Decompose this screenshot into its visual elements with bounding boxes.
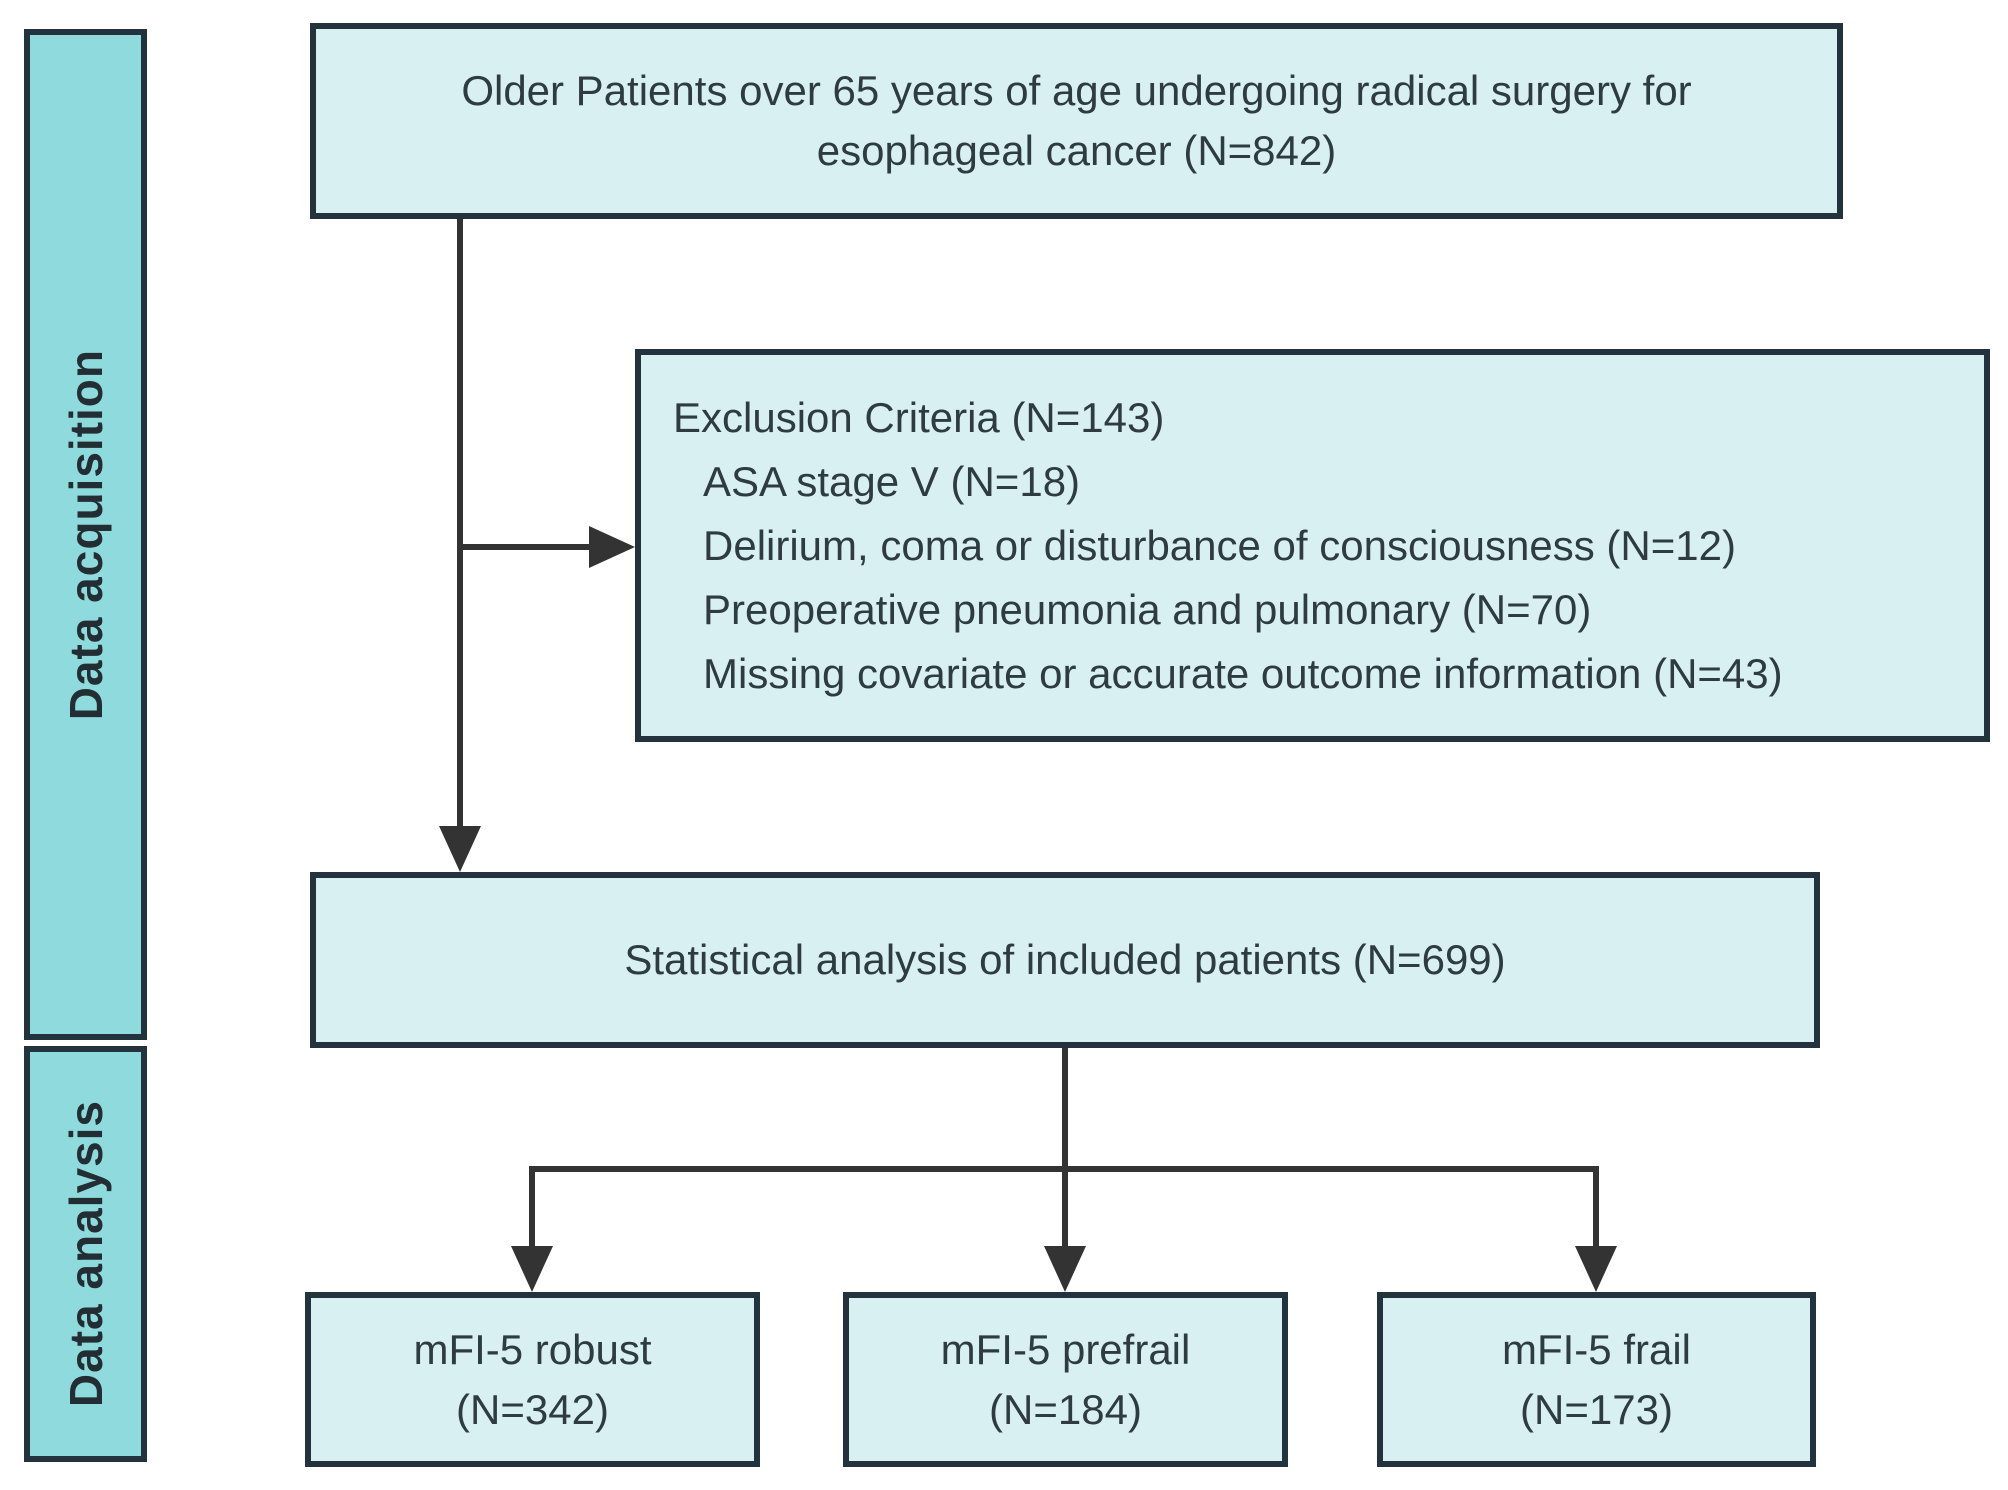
phase-bar-data-acquisition: Data acquisition (24, 29, 147, 1040)
exclusion-box: Exclusion Criteria (N=143) ASA stage V (… (635, 349, 1990, 742)
group-box-frail: mFI-5 frail (N=173) (1377, 1292, 1816, 1467)
exclusion-item: Preoperative pneumonia and pulmonary (N=… (703, 585, 1592, 633)
group-box-prefrail: mFI-5 prefrail (N=184) (843, 1292, 1288, 1467)
group-frail-line-2: (N=173) (1520, 1385, 1673, 1433)
phase-label-data-acquisition: Data acquisition (59, 348, 112, 721)
population-box: Older Patients over 65 years of age unde… (310, 23, 1843, 219)
population-line-2: esophageal cancer (N=842) (816, 127, 1337, 174)
connector-branch-to-exclusion (460, 544, 592, 550)
included-label: Statistical analysis of included patient… (624, 936, 1506, 983)
group-prefrail-line-2: (N=184) (989, 1385, 1142, 1433)
included-box: Statistical analysis of included patient… (310, 872, 1820, 1048)
arrowhead-right-exclusion-icon (589, 526, 635, 568)
connector-drop-prefrail (1062, 1169, 1068, 1250)
phase-bar-data-analysis: Data analysis (24, 1046, 147, 1462)
exclusion-item: ASA stage V (N=18) (703, 457, 1081, 505)
arrowhead-down-prefrail-icon (1044, 1246, 1086, 1292)
exclusion-item: Missing covariate or accurate outcome in… (703, 649, 1783, 697)
group-robust-line-2: (N=342) (456, 1385, 609, 1433)
exclusion-item: Delirium, coma or disturbance of conscio… (703, 521, 1736, 569)
arrowhead-down-frail-icon (1575, 1246, 1617, 1292)
group-robust-line-1: mFI-5 robust (413, 1325, 652, 1373)
exclusion-title: Exclusion Criteria (N=143) (673, 393, 1165, 441)
group-box-robust: mFI-5 robust (N=342) (305, 1292, 760, 1467)
phase-label-data-analysis: Data analysis (59, 1100, 112, 1408)
population-line-1: Older Patients over 65 years of age unde… (461, 67, 1692, 114)
group-frail-line-1: mFI-5 frail (1502, 1325, 1691, 1373)
connector-drop-robust (529, 1169, 535, 1250)
arrowhead-down-included-icon (439, 826, 481, 872)
connector-drop-frail (1593, 1169, 1599, 1250)
arrowhead-down-robust-icon (511, 1246, 553, 1292)
connector-population-to-included (457, 219, 463, 829)
connector-included-to-split (1062, 1048, 1068, 1169)
group-prefrail-line-1: mFI-5 prefrail (940, 1325, 1191, 1373)
